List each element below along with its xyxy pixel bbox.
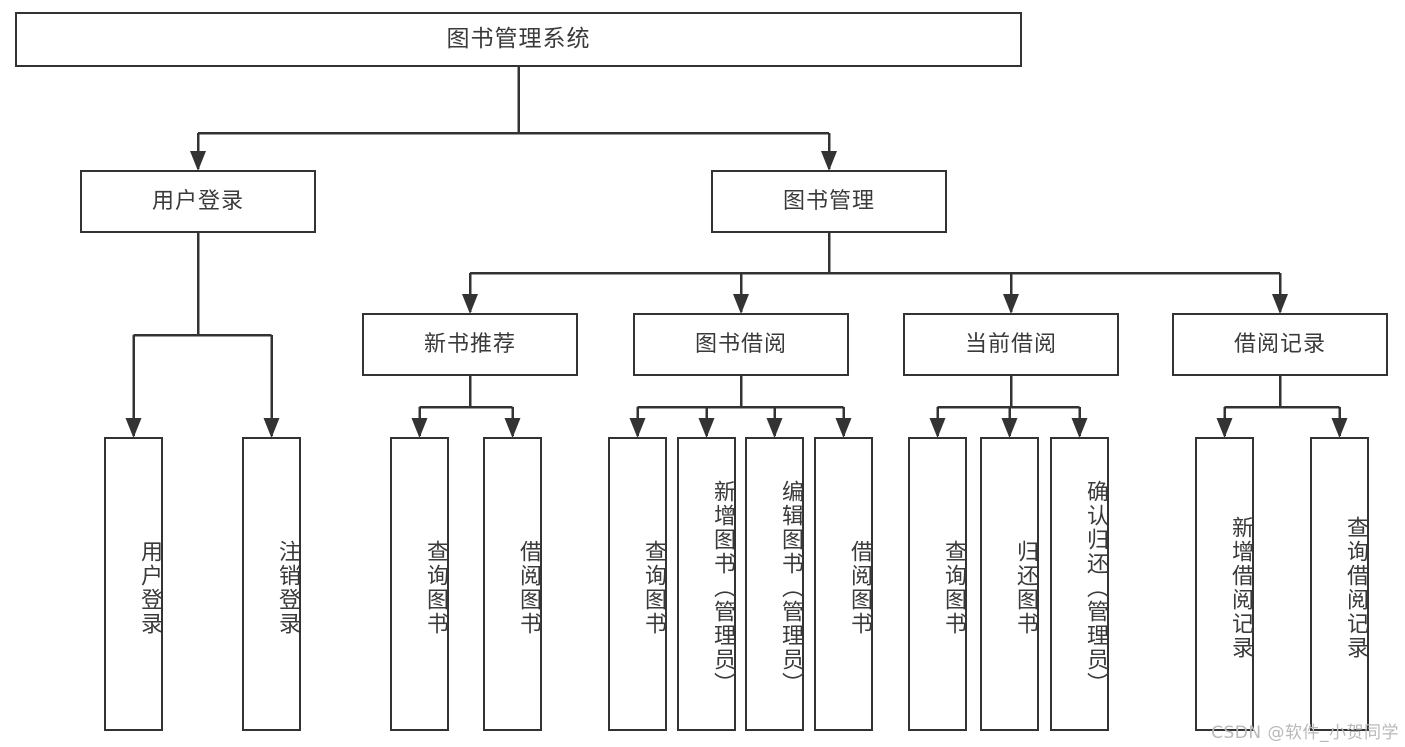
node-leaf-bor-4: 借阅图书 bbox=[814, 437, 873, 731]
node-label: 借阅图书 bbox=[847, 540, 872, 636]
node-label: 图书借阅 bbox=[694, 331, 787, 357]
arrow-head bbox=[190, 151, 206, 171]
arrow-head bbox=[1331, 418, 1348, 438]
arrow-head bbox=[1071, 418, 1088, 438]
node-label: 图书管理 bbox=[782, 188, 875, 214]
node-label: 归还图书 bbox=[1013, 540, 1038, 636]
node-leaf-bor-2: 新增图书（管理员） bbox=[677, 437, 736, 731]
watermark: CSDN @软件_小贺同学 bbox=[1211, 723, 1399, 743]
node-leaf-cur-1: 查询图书 bbox=[908, 437, 967, 731]
arrow-head bbox=[462, 294, 478, 314]
node-leaf-bor-1: 查询图书 bbox=[608, 437, 667, 731]
node-label: 用户登录 bbox=[137, 540, 162, 636]
node-leaf-cur-2: 归还图书 bbox=[980, 437, 1039, 731]
node-label: 新增图书（管理员） bbox=[710, 480, 735, 696]
node-leaf-cur-3: 确认归还（管理员） bbox=[1050, 437, 1109, 731]
node-current: 当前借阅 bbox=[903, 313, 1119, 376]
node-label: 编辑图书（管理员） bbox=[778, 480, 803, 696]
node-label: 新书推荐 bbox=[423, 331, 516, 357]
arrow-head bbox=[263, 418, 280, 438]
arrow-head bbox=[1216, 418, 1233, 438]
node-label: 查询图书 bbox=[423, 540, 448, 636]
node-label: 查询图书 bbox=[941, 540, 966, 636]
arrow-head bbox=[125, 418, 142, 438]
node-label: 查询借阅记录 bbox=[1343, 516, 1368, 660]
node-label: 借阅图书 bbox=[516, 540, 541, 636]
arrow-head bbox=[821, 151, 837, 171]
node-leaf-rec-1: 新增借阅记录 bbox=[1195, 437, 1254, 731]
node-leaf-new-1: 查询图书 bbox=[390, 437, 449, 731]
node-label: 图书管理系统 bbox=[446, 26, 591, 52]
arrow-head bbox=[1001, 418, 1018, 438]
node-leaf-login-1: 用户登录 bbox=[104, 437, 163, 731]
node-borrow: 图书借阅 bbox=[633, 313, 849, 376]
node-leaf-login-2: 注销登录 bbox=[242, 437, 301, 731]
node-leaf-rec-2: 查询借阅记录 bbox=[1310, 437, 1369, 731]
arrow-head bbox=[1003, 294, 1019, 314]
node-bookmgmt: 图书管理 bbox=[711, 170, 947, 233]
node-root: 图书管理系统 bbox=[15, 12, 1022, 67]
node-label: 注销登录 bbox=[275, 540, 300, 636]
arrow-head bbox=[929, 418, 946, 438]
node-label: 查询图书 bbox=[641, 540, 666, 636]
arrow-head bbox=[629, 418, 646, 438]
node-label: 用户登录 bbox=[151, 188, 244, 214]
arrow-head bbox=[1272, 294, 1288, 314]
node-label: 确认归还（管理员） bbox=[1083, 480, 1108, 696]
arrow-head bbox=[504, 418, 521, 438]
node-records: 借阅记录 bbox=[1172, 313, 1388, 376]
arrow-head bbox=[835, 418, 852, 438]
arrow-head bbox=[698, 418, 715, 438]
node-leaf-bor-3: 编辑图书（管理员） bbox=[745, 437, 804, 731]
node-newbook: 新书推荐 bbox=[362, 313, 578, 376]
node-label: 新增借阅记录 bbox=[1228, 516, 1253, 660]
node-label: 当前借阅 bbox=[964, 331, 1057, 357]
node-leaf-new-2: 借阅图书 bbox=[483, 437, 542, 731]
arrow-head bbox=[766, 418, 783, 438]
arrow-head bbox=[411, 418, 428, 438]
node-label: 借阅记录 bbox=[1233, 331, 1326, 357]
node-login: 用户登录 bbox=[80, 170, 316, 233]
arrow-head bbox=[733, 294, 749, 314]
